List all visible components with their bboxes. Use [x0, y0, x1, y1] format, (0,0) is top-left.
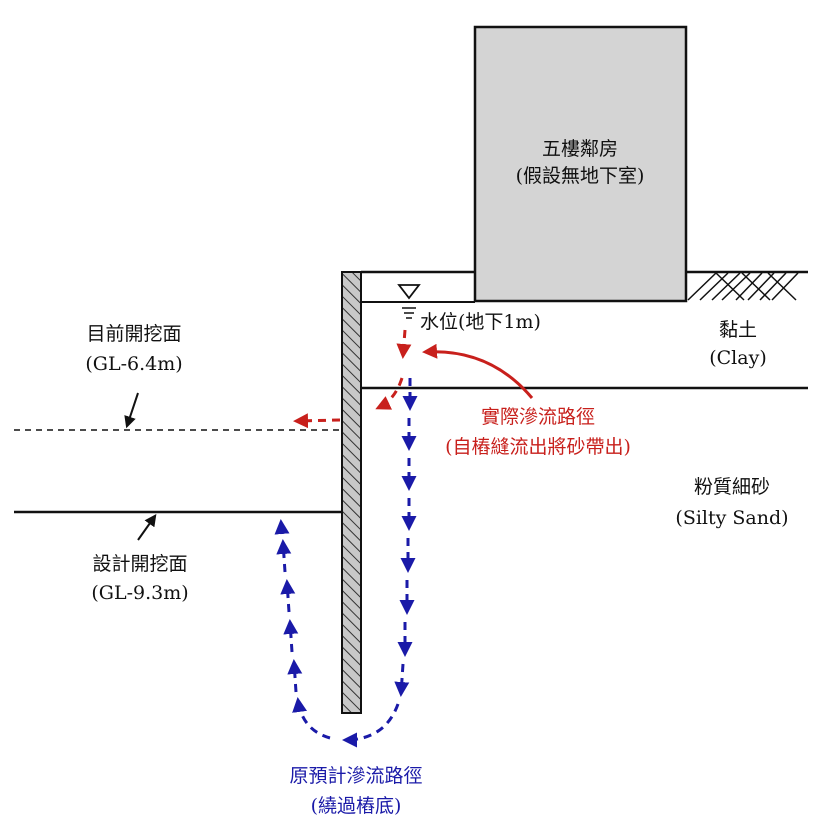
retaining-wall — [341, 271, 362, 714]
water-level-label: 水位(地下1m) — [420, 311, 541, 333]
building-label-line2: (假設無地下室) — [516, 165, 645, 187]
current-excavation-label-line1: 目前開挖面 — [86, 323, 181, 345]
building-label-line1: 五樓鄰房 — [542, 138, 618, 160]
actual-seepage-path — [293, 329, 534, 429]
water-level-icon — [397, 284, 421, 319]
design-excavation-pointer — [137, 514, 157, 541]
clay-label-line2: (Clay) — [709, 347, 767, 369]
silty-sand-label-line2: (Silty Sand) — [675, 507, 788, 529]
ground-hatch — [687, 272, 799, 301]
silty-sand-label-line1: 粉質細砂 — [694, 476, 770, 498]
current-excavation-pointer — [124, 392, 139, 429]
planned-seepage-label-line1: 原預計滲流路徑 — [289, 765, 422, 787]
actual-seepage-label-line2: (自樁縫流出將砂帶出) — [445, 436, 631, 458]
design-excavation-label-line2: (GL-9.3m) — [91, 582, 188, 604]
design-excavation-label-line1: 設計開挖面 — [92, 553, 187, 575]
planned-seepage-path — [274, 378, 418, 748]
current-excavation-label-line2: (GL-6.4m) — [85, 353, 182, 375]
neighbor-building — [473, 25, 688, 303]
actual-seepage-label-line1: 實際滲流路徑 — [481, 406, 595, 428]
clay-label-line1: 黏土 — [719, 319, 757, 341]
planned-seepage-label-line2: (繞過樁底) — [311, 795, 402, 817]
